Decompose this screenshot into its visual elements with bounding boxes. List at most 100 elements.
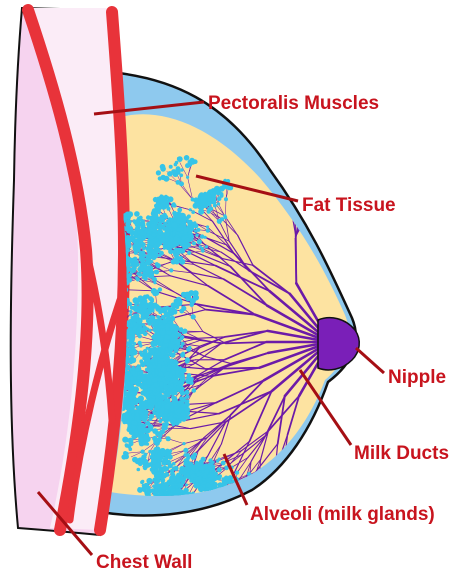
milk-duct — [316, 158, 322, 169]
alveolus — [158, 352, 161, 355]
milk-duct — [292, 151, 293, 165]
alveolus — [240, 514, 246, 520]
milk-duct — [310, 156, 316, 167]
alveolus — [276, 524, 282, 530]
alveolus — [213, 507, 217, 511]
alveolus — [148, 273, 154, 279]
alveolus — [285, 532, 291, 538]
alveolus — [138, 304, 142, 308]
alveolus — [281, 528, 285, 532]
alveolus — [262, 484, 267, 489]
milk-duct — [285, 155, 287, 166]
alveolus — [188, 464, 192, 468]
alveolus — [159, 372, 164, 377]
milk-duct — [302, 166, 310, 174]
alveolus — [280, 529, 285, 534]
alveolus — [169, 268, 173, 272]
alveolus — [191, 520, 196, 525]
alveolus — [262, 485, 266, 489]
alveolus — [174, 415, 177, 418]
alveolus — [149, 398, 155, 404]
alveolus — [182, 442, 185, 445]
alveolus — [152, 233, 156, 237]
alveolus — [235, 471, 239, 475]
milk-duct — [239, 508, 244, 518]
alveolus — [168, 307, 173, 312]
milk-duct — [262, 488, 264, 497]
alveolus — [132, 457, 138, 463]
alveolus — [157, 210, 161, 214]
milk-duct — [274, 479, 283, 501]
alveolus — [157, 217, 163, 223]
milk-duct — [323, 165, 331, 172]
alveolus — [259, 498, 264, 503]
alveolus — [160, 467, 163, 470]
alveolus — [208, 480, 211, 483]
alveolus — [131, 403, 135, 407]
milk-duct — [244, 508, 247, 520]
alveolus — [134, 430, 139, 435]
alveolus — [171, 370, 175, 374]
alveolus — [238, 509, 241, 512]
alveolus — [160, 408, 165, 413]
alveolus — [227, 509, 231, 513]
milk-duct — [308, 159, 309, 170]
alveolus — [122, 437, 128, 443]
alveolus — [222, 477, 225, 480]
alveolus — [135, 276, 138, 279]
alveolus — [265, 491, 270, 496]
milk-duct — [296, 172, 300, 186]
alveolus — [148, 450, 151, 453]
alveolus — [128, 412, 131, 415]
alveolus — [191, 521, 196, 526]
alveolus — [134, 211, 140, 217]
milk-duct — [185, 331, 203, 332]
alveolus — [186, 453, 190, 457]
alveolus — [252, 491, 257, 496]
alveolus — [158, 205, 163, 210]
alveolus — [195, 477, 201, 483]
alveolus — [186, 523, 190, 527]
alveolus — [219, 506, 225, 512]
milk-duct — [260, 485, 265, 490]
alveolus — [188, 525, 194, 531]
alveolus — [289, 495, 293, 499]
alveolus — [176, 518, 180, 522]
alveolus — [164, 396, 167, 399]
alveolus — [184, 155, 190, 161]
alveolus — [168, 343, 173, 348]
alveolus — [261, 494, 266, 499]
alveolus — [147, 427, 151, 431]
alveolus — [181, 342, 185, 346]
alveolus — [180, 335, 184, 339]
alveolus — [193, 516, 199, 522]
alveolus — [273, 526, 277, 530]
alveolus — [174, 345, 177, 348]
alveolus — [235, 506, 238, 509]
alveolus — [238, 518, 243, 523]
alveolus — [260, 496, 265, 501]
alveolus — [182, 392, 186, 396]
alveolus — [234, 506, 240, 512]
milk-duct — [279, 158, 287, 166]
milk-duct — [290, 166, 292, 181]
alveolus — [168, 364, 172, 368]
alveolus — [260, 491, 266, 497]
alveolus — [138, 487, 141, 490]
milk-duct — [302, 165, 304, 174]
alveolus — [141, 323, 145, 327]
alveolus — [139, 410, 143, 414]
alveolus — [158, 254, 161, 257]
milk-duct — [215, 518, 219, 530]
alveolus — [242, 512, 248, 518]
alveolus — [231, 508, 236, 513]
alveolus — [142, 330, 145, 333]
alveolus — [224, 466, 227, 469]
milk-duct — [312, 173, 315, 188]
alveolus — [232, 513, 238, 519]
alveolus — [133, 327, 137, 331]
alveolus — [274, 527, 277, 530]
alveolus — [230, 509, 235, 514]
alveolus — [258, 495, 261, 498]
